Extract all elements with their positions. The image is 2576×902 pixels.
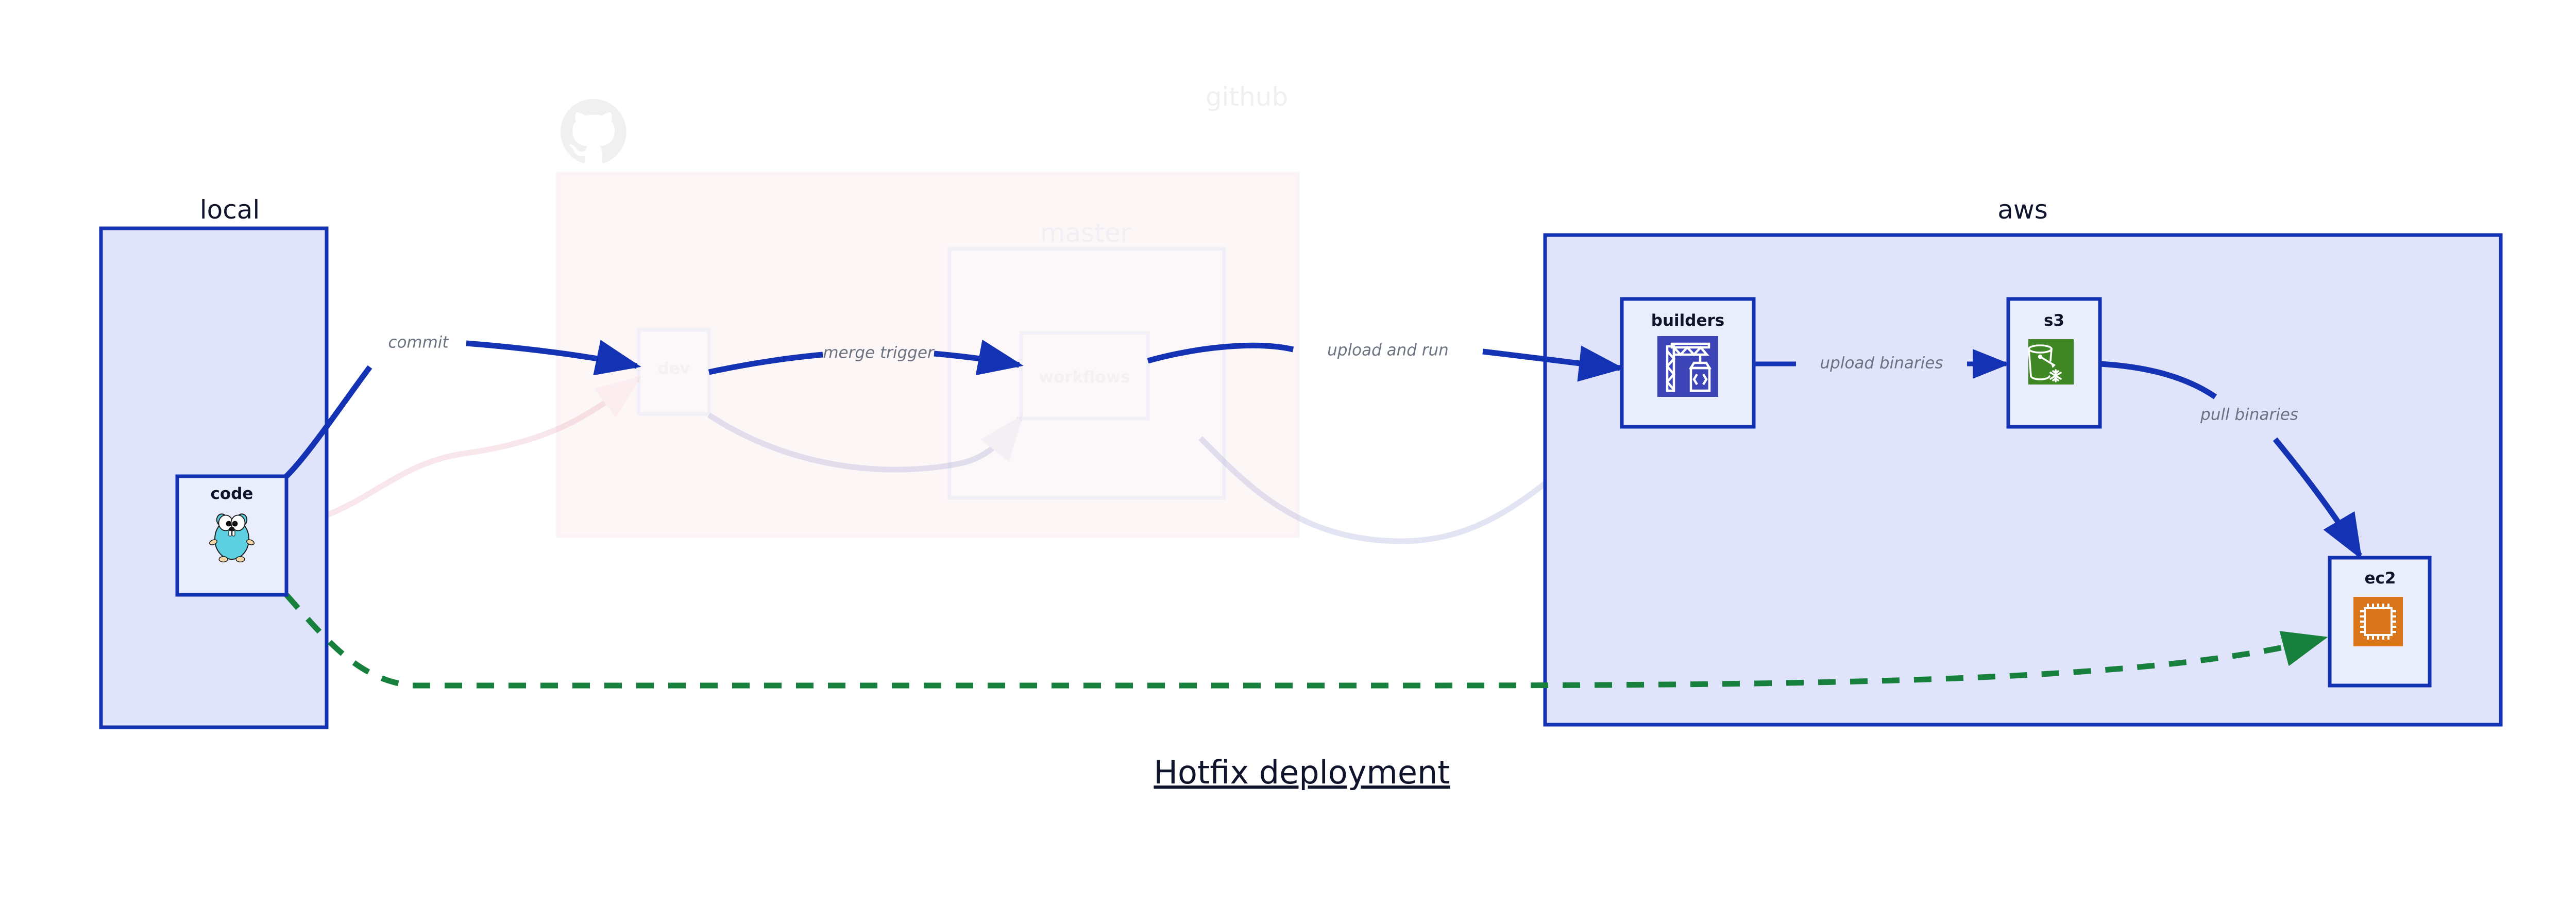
node-dev-rect[interactable] [637, 328, 711, 416]
node-workflows-rect[interactable] [1019, 331, 1150, 421]
node-s3-rect[interactable] [2006, 297, 2102, 429]
cluster-github-label: github [1206, 82, 1288, 112]
node-s3-label: s3 [2044, 311, 2064, 330]
cluster-aws-label: aws [1997, 195, 2048, 225]
node-ec2-label: ec2 [2365, 569, 2396, 588]
edge-faded-code-dev [286, 376, 642, 529]
edge-upload-and-run-seg-a [1147, 342, 1294, 364]
edge-faded-dev-workflows [707, 412, 1023, 473]
node-builders-group[interactable]: builders [1620, 297, 1756, 429]
node-builders-label: builders [1651, 311, 1724, 330]
cluster-local-group: local [99, 195, 329, 729]
aws-codebuild-icon [1657, 336, 1718, 397]
aws-ec2-icon [2353, 597, 2403, 646]
edge-label-group: commit merge trigger upload and run uplo… [388, 333, 2298, 424]
cluster-master-label: master [1040, 218, 1131, 248]
edge-label-upload-and-run: upload and run [1327, 341, 1449, 360]
go-gopher-icon [209, 513, 255, 562]
edge-label-upload-binaries: upload binaries [1820, 354, 1943, 373]
edge-label-pull-binaries: pull binaries [2200, 406, 2298, 424]
edge-label-merge-trigger: merge trigger [823, 344, 935, 362]
aws-s3-icon [2028, 339, 2074, 385]
edge-pull-binaries-seg-b [2273, 437, 2362, 560]
github-logo-icon [561, 99, 626, 163]
node-code-label: code [211, 485, 253, 503]
edge-group [284, 339, 2362, 689]
node-s3-group[interactable]: s3 [2006, 297, 2102, 429]
cluster-local-label: local [200, 195, 260, 225]
edge-merge-trigger-seg-b [934, 339, 1024, 376]
page-title: Hotfix deployment [1154, 754, 1450, 791]
node-dev-label: dev [657, 359, 690, 378]
node-ec2-group[interactable]: ec2 [2328, 556, 2432, 688]
node-code-group[interactable]: code [175, 474, 289, 597]
edge-label-commit: commit [388, 333, 449, 352]
edge-pull-binaries-seg-a [2099, 361, 2217, 399]
edge-merge-trigger-seg-a [708, 352, 823, 375]
edge-commit-seg-b [466, 340, 641, 376]
edge-upload-and-run-seg-b [1482, 345, 1624, 382]
node-workflows-label: workflows [1039, 368, 1130, 387]
edge-commit-seg-a [284, 365, 372, 478]
